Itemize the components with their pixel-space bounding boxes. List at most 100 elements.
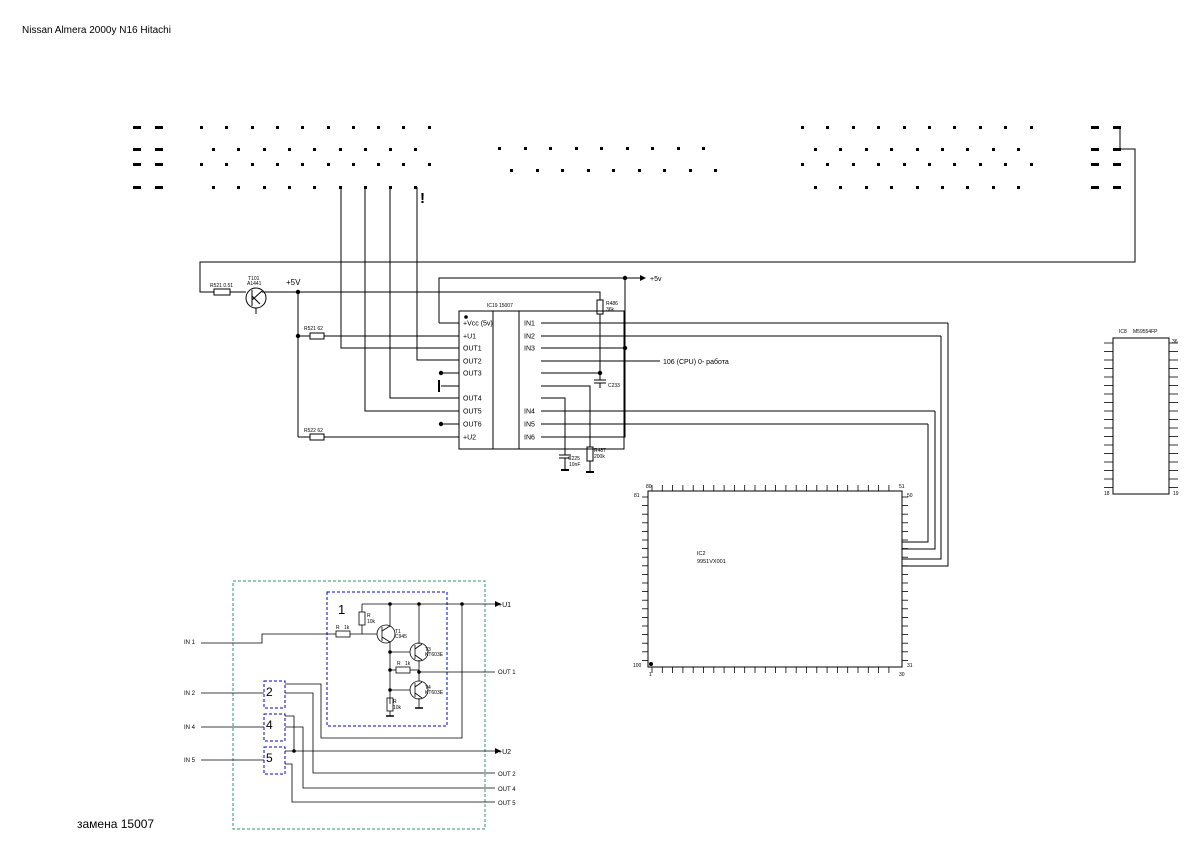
connector-pad: [638, 169, 641, 172]
ic8-ref: IC8: [1119, 329, 1127, 335]
t4-label: T4: [425, 685, 431, 691]
r-bot-label: R: [393, 699, 397, 705]
ic8-pin-36: 36: [1172, 339, 1178, 345]
connector-pad: [966, 148, 969, 151]
connector-pad: [801, 126, 804, 129]
plus5v-right-label: +5v: [650, 276, 662, 283]
ic2-pin-100: 100: [633, 663, 642, 669]
connector-pad: [364, 148, 367, 151]
connector-pad: [612, 169, 615, 172]
connector-pad: [200, 126, 203, 129]
connector-pad: [263, 148, 266, 151]
connector-pad: [839, 186, 842, 189]
resistor-r486-label: R486: [606, 301, 618, 307]
replacement-module: [201, 580, 501, 830]
connector-pad: [979, 163, 982, 166]
connector-pad: [903, 163, 906, 166]
connector-pad: [498, 147, 501, 150]
connector-pad: [714, 169, 717, 172]
module-output-label: OUT 2: [498, 772, 516, 778]
connector-pad: [826, 163, 829, 166]
connector-pad: [575, 147, 578, 150]
connector-pad: [155, 186, 163, 189]
connector-pad: [877, 126, 880, 129]
ic19-left-pin-label: OUT4: [463, 396, 482, 403]
connector-pad: [587, 169, 590, 172]
transistor-t101: [245, 287, 267, 309]
ic8-chip: [1104, 337, 1178, 495]
connector-pad: [200, 163, 203, 166]
connector-pad: [865, 148, 868, 151]
ic19-right-pin-label: IN2: [524, 334, 535, 341]
connector-pad: [339, 148, 342, 151]
resistor-r522-label: R522 62: [304, 428, 323, 434]
connector-pad: [890, 148, 893, 151]
connector-pad: [663, 169, 666, 172]
connector-pad: [313, 148, 316, 151]
ic19-left-pin-label: OUT2: [463, 359, 482, 366]
connector-pad: [992, 186, 995, 189]
connector-pad: [155, 163, 163, 166]
connector-pad: [1017, 148, 1020, 151]
connector-pad: [1017, 186, 1020, 189]
ic2-part: 9951VX001: [697, 559, 726, 565]
r-top-value: 10k: [367, 619, 376, 625]
connector-pad: [916, 186, 919, 189]
ic19-right-pin-label: IN1: [524, 321, 535, 328]
connector-pad: [839, 148, 842, 151]
connector-pad: [1030, 126, 1033, 129]
connector-pad: [865, 186, 868, 189]
t1-part: C945: [395, 634, 407, 640]
connector-pad: [979, 126, 982, 129]
connector-pad: [237, 148, 240, 151]
connector-pad: [377, 126, 380, 129]
ic19-left-pin-label: +U2: [463, 435, 476, 442]
module-input-label: IN 4: [184, 725, 196, 731]
connector-pad: [133, 126, 141, 129]
t3-part: KT603E: [425, 652, 444, 658]
connector-pad: [941, 148, 944, 151]
block-1-outline: [326, 591, 448, 727]
ic2-ref: IC2: [697, 551, 706, 557]
resistor-r487-value: 200k: [594, 454, 605, 460]
ic19-left-pin-label: OUT1: [463, 346, 482, 353]
connector-pad: [327, 126, 330, 129]
ic19-right-pin-label: IN5: [524, 422, 535, 429]
connector-pad: [133, 186, 141, 189]
transistor-ref: T101: [248, 276, 260, 282]
t4-part: KT603E: [425, 690, 444, 696]
connector-pad: [352, 163, 355, 166]
connector-pad: [263, 186, 266, 189]
connector-pad: [1004, 163, 1007, 166]
plus5v-left-label: +5V: [286, 278, 301, 287]
ic2-pin-51: 51: [899, 484, 905, 490]
connector-pad: [389, 148, 392, 151]
transistor-t1: [376, 624, 396, 644]
connector-pad: [890, 186, 893, 189]
ic19-left-pin-label: OUT3: [463, 371, 482, 378]
connector-pad: [877, 163, 880, 166]
connector-pad: [826, 126, 829, 129]
t1-label: T1: [395, 629, 401, 635]
resistor-r521-051: [213, 288, 231, 296]
resistor-r521a-label: R521 0.51: [210, 283, 233, 289]
connector-pad: [276, 163, 279, 166]
ic8-pin-18: 18: [1104, 491, 1110, 497]
ic19-right-pin-label: IN4: [524, 409, 535, 416]
connector-pad: [237, 186, 240, 189]
module-output-label: OUT 4: [498, 787, 516, 793]
connector-pad: [536, 169, 539, 172]
module-block-number: 2: [266, 685, 273, 699]
connector-pad: [276, 126, 279, 129]
connector-pad: [402, 126, 405, 129]
connector-pad: [510, 169, 513, 172]
connector-pad: [651, 147, 654, 150]
connector-pad: [155, 126, 163, 129]
connector-pad: [1091, 126, 1099, 129]
connector-pad: [251, 163, 254, 166]
capacitor-c225-label: C225: [568, 456, 580, 462]
connector-pad: [1091, 186, 1099, 189]
module-input-label: IN 2: [184, 691, 196, 697]
r-base-value: 1k: [344, 625, 350, 631]
